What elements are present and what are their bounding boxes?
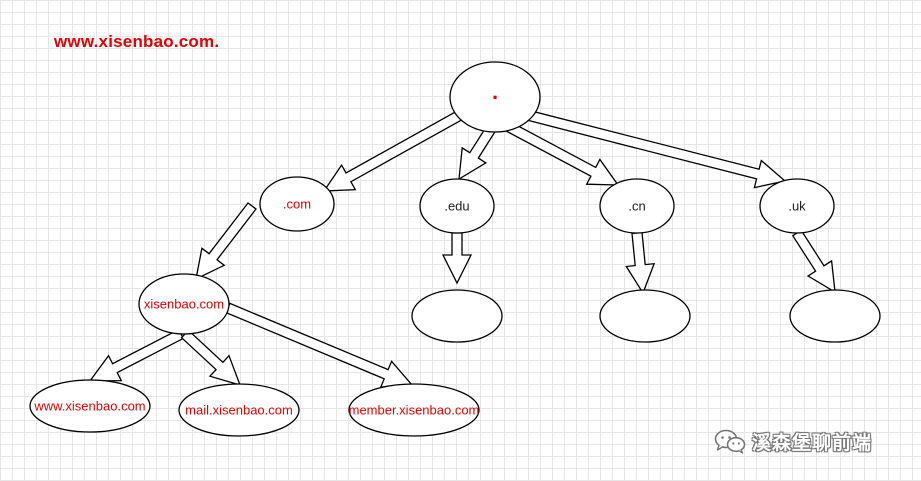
node-uk_child: [789, 289, 881, 343]
node-mail: mail.xisenbao.com: [178, 383, 300, 437]
node-cn: .cn: [599, 178, 675, 234]
node-xisenbao-label: xisenbao.com: [144, 297, 224, 312]
node-root: .: [449, 61, 541, 133]
node-uk-label: .uk: [788, 199, 806, 214]
node-com-shape: [259, 176, 335, 232]
node-cn-label: .cn: [628, 199, 645, 214]
node-www: www.xisenbao.com: [29, 379, 151, 433]
node-mail-label: mail.xisenbao.com: [185, 403, 293, 418]
node-uk-shape: [759, 178, 835, 234]
nodes-layer: . .com .edu .cn .uk xisenbao.com www.xisenbao.…: [29, 61, 881, 437]
node-cn_child-shape: [599, 289, 691, 343]
arrow-xisenbao-to-member: [225, 302, 414, 388]
node-com-label: .com: [283, 197, 311, 212]
node-edu-label: .edu: [444, 199, 469, 214]
arrow-uk-to-uk_child: [791, 229, 836, 294]
domain-heading: www.xisenbao.com.: [54, 32, 220, 51]
wechat-icon: [714, 429, 746, 454]
arrow-cn-to-cn_child: [625, 231, 656, 295]
node-member-shape: [348, 383, 480, 437]
node-xisenbao: xisenbao.com: [138, 273, 230, 335]
watermark: 溪森堡聊前端: [714, 427, 872, 455]
arrow-root-to-com: [322, 108, 466, 192]
node-xisenbao-shape: [138, 273, 230, 335]
node-www-label: www.xisenbao.com: [33, 399, 145, 414]
node-cn_child: [599, 289, 691, 343]
node-com: .com: [259, 176, 335, 232]
node-www-shape: [29, 379, 151, 433]
arrow-com-to-xisenbao: [195, 202, 257, 281]
node-uk_child-shape: [789, 289, 881, 343]
arrow-edu-to-edu_child: [441, 232, 473, 285]
node-root-shape: [449, 61, 541, 133]
node-edu-shape: [419, 178, 495, 234]
node-root-label: .: [492, 79, 498, 104]
node-uk: .uk: [759, 178, 835, 234]
arrow-xisenbao-to-mail: [180, 329, 242, 386]
node-member: member.xisenbao.com: [348, 383, 480, 437]
arrow-xisenbao-to-www: [88, 328, 185, 382]
node-member-label: member.xisenbao.com: [349, 403, 480, 418]
node-cn-shape: [599, 178, 675, 234]
node-edu: .edu: [419, 178, 495, 234]
edges-layer: [88, 108, 836, 388]
node-mail-shape: [178, 383, 300, 437]
watermark-text: 溪森堡聊前端: [752, 431, 873, 454]
arrow-root-to-uk: [525, 109, 787, 189]
node-edu_child: [411, 289, 503, 343]
node-edu_child-shape: [411, 289, 503, 343]
